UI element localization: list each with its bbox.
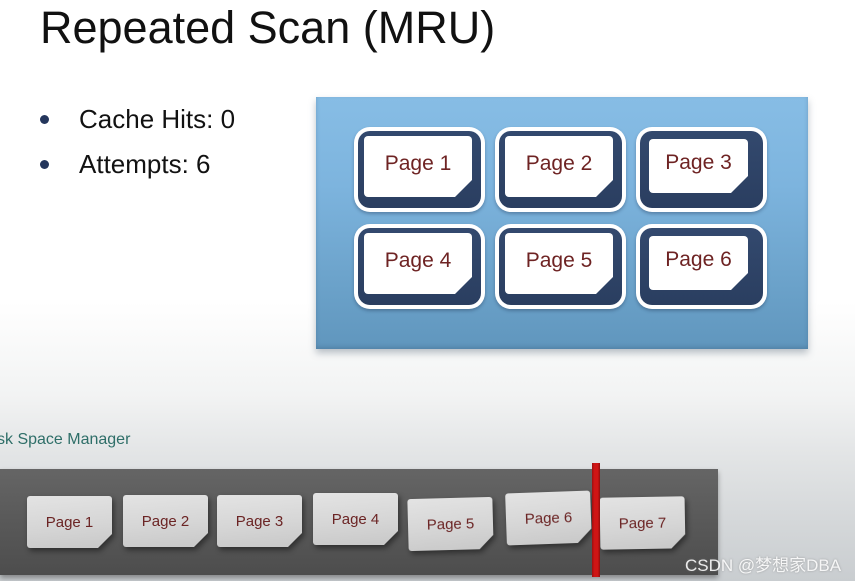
page-label: Page 1 — [45, 513, 94, 531]
bullet-dot-icon — [40, 160, 49, 169]
page-icon: Page 2 — [123, 495, 208, 547]
bullet-dot-icon — [40, 115, 49, 124]
disk-page-card: Page 7 — [600, 496, 686, 549]
page-icon: Page 2 — [505, 136, 613, 197]
disk-page-card: Page 3 — [217, 495, 302, 547]
page-icon: Page 1 — [27, 496, 112, 548]
buffer-page-card: Page 1 — [354, 127, 485, 212]
buffer-page-card: Page 5 — [495, 224, 626, 309]
page-label: Page 3 — [235, 512, 284, 530]
buffer-page-card: Page 3 — [636, 127, 767, 212]
page-label: Page 4 — [384, 248, 452, 272]
page-icon: Page 5 — [505, 233, 613, 294]
buffer-page-card: Page 4 — [354, 224, 485, 309]
page-icon: Page 3 — [649, 139, 748, 193]
disk-tray: Page 1 Page 2 Page 3 Page 4 Page 5 Page … — [0, 469, 718, 575]
page-label: Page 3 — [665, 151, 732, 174]
page-icon: Page 4 — [364, 233, 472, 294]
stat-cache-hits: Cache Hits: 0 — [40, 104, 235, 135]
buffer-pool-grid: Page 1 Page 2 Page 3 Page 4 Page 5 — [354, 127, 767, 309]
page-icon: Page 1 — [364, 136, 472, 197]
page-icon: Page 3 — [217, 495, 302, 547]
page-icon: Page 5 — [407, 497, 493, 551]
scan-position-marker — [592, 463, 600, 577]
disk-page-card: Page 5 — [407, 497, 493, 551]
page-label: Page 4 — [331, 510, 380, 528]
page-icon: Page 6 — [649, 236, 748, 290]
cache-hits-text: Cache Hits: 0 — [79, 104, 236, 134]
page-label: Page 5 — [426, 514, 475, 534]
disk-page-card: Page 6 — [505, 491, 592, 546]
page-icon: Page 7 — [600, 496, 686, 549]
slide-title: Repeated Scan (MRU) — [40, 2, 496, 53]
page-label: Page 1 — [384, 151, 452, 175]
page-label: Page 5 — [525, 248, 593, 272]
buffer-page-card: Page 6 — [636, 224, 767, 309]
attempts-text: Attempts: 6 — [79, 149, 211, 179]
page-icon: Page 6 — [505, 491, 592, 546]
page-label: Page 2 — [141, 512, 190, 530]
page-label: Page 7 — [618, 514, 667, 532]
stats-list: Cache Hits: 0 Attempts: 6 — [40, 104, 235, 180]
disk-space-manager-label: sk Space Manager — [0, 431, 131, 448]
watermark-text: CSDN @梦想家DBA — [685, 556, 842, 575]
buffer-page-card: Page 2 — [495, 127, 626, 212]
page-icon: Page 4 — [313, 493, 398, 545]
stat-attempts: Attempts: 6 — [40, 149, 235, 180]
page-label: Page 2 — [525, 151, 593, 175]
disk-page-card: Page 1 — [27, 496, 112, 548]
buffer-pool-panel: Page 1 Page 2 Page 3 Page 4 Page 5 — [316, 97, 808, 349]
page-label: Page 6 — [665, 248, 732, 271]
disk-page-card: Page 4 — [313, 493, 398, 545]
disk-page-card: Page 2 — [123, 495, 208, 547]
page-label: Page 6 — [524, 508, 573, 528]
